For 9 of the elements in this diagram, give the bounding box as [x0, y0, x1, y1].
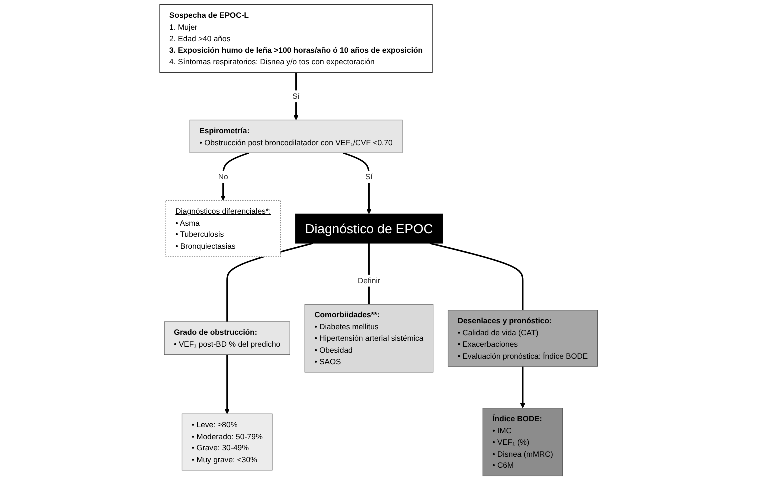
- arrow: [293, 72, 299, 120]
- connector: [429, 242, 524, 310]
- node-box: Diagnóstico de EPOC: [295, 214, 443, 244]
- connector: [368, 244, 370, 305]
- arrow: [220, 152, 249, 201]
- arrow: [342, 152, 372, 214]
- arrow: [224, 354, 230, 414]
- arrow: [520, 366, 526, 409]
- connector: [226, 242, 314, 322]
